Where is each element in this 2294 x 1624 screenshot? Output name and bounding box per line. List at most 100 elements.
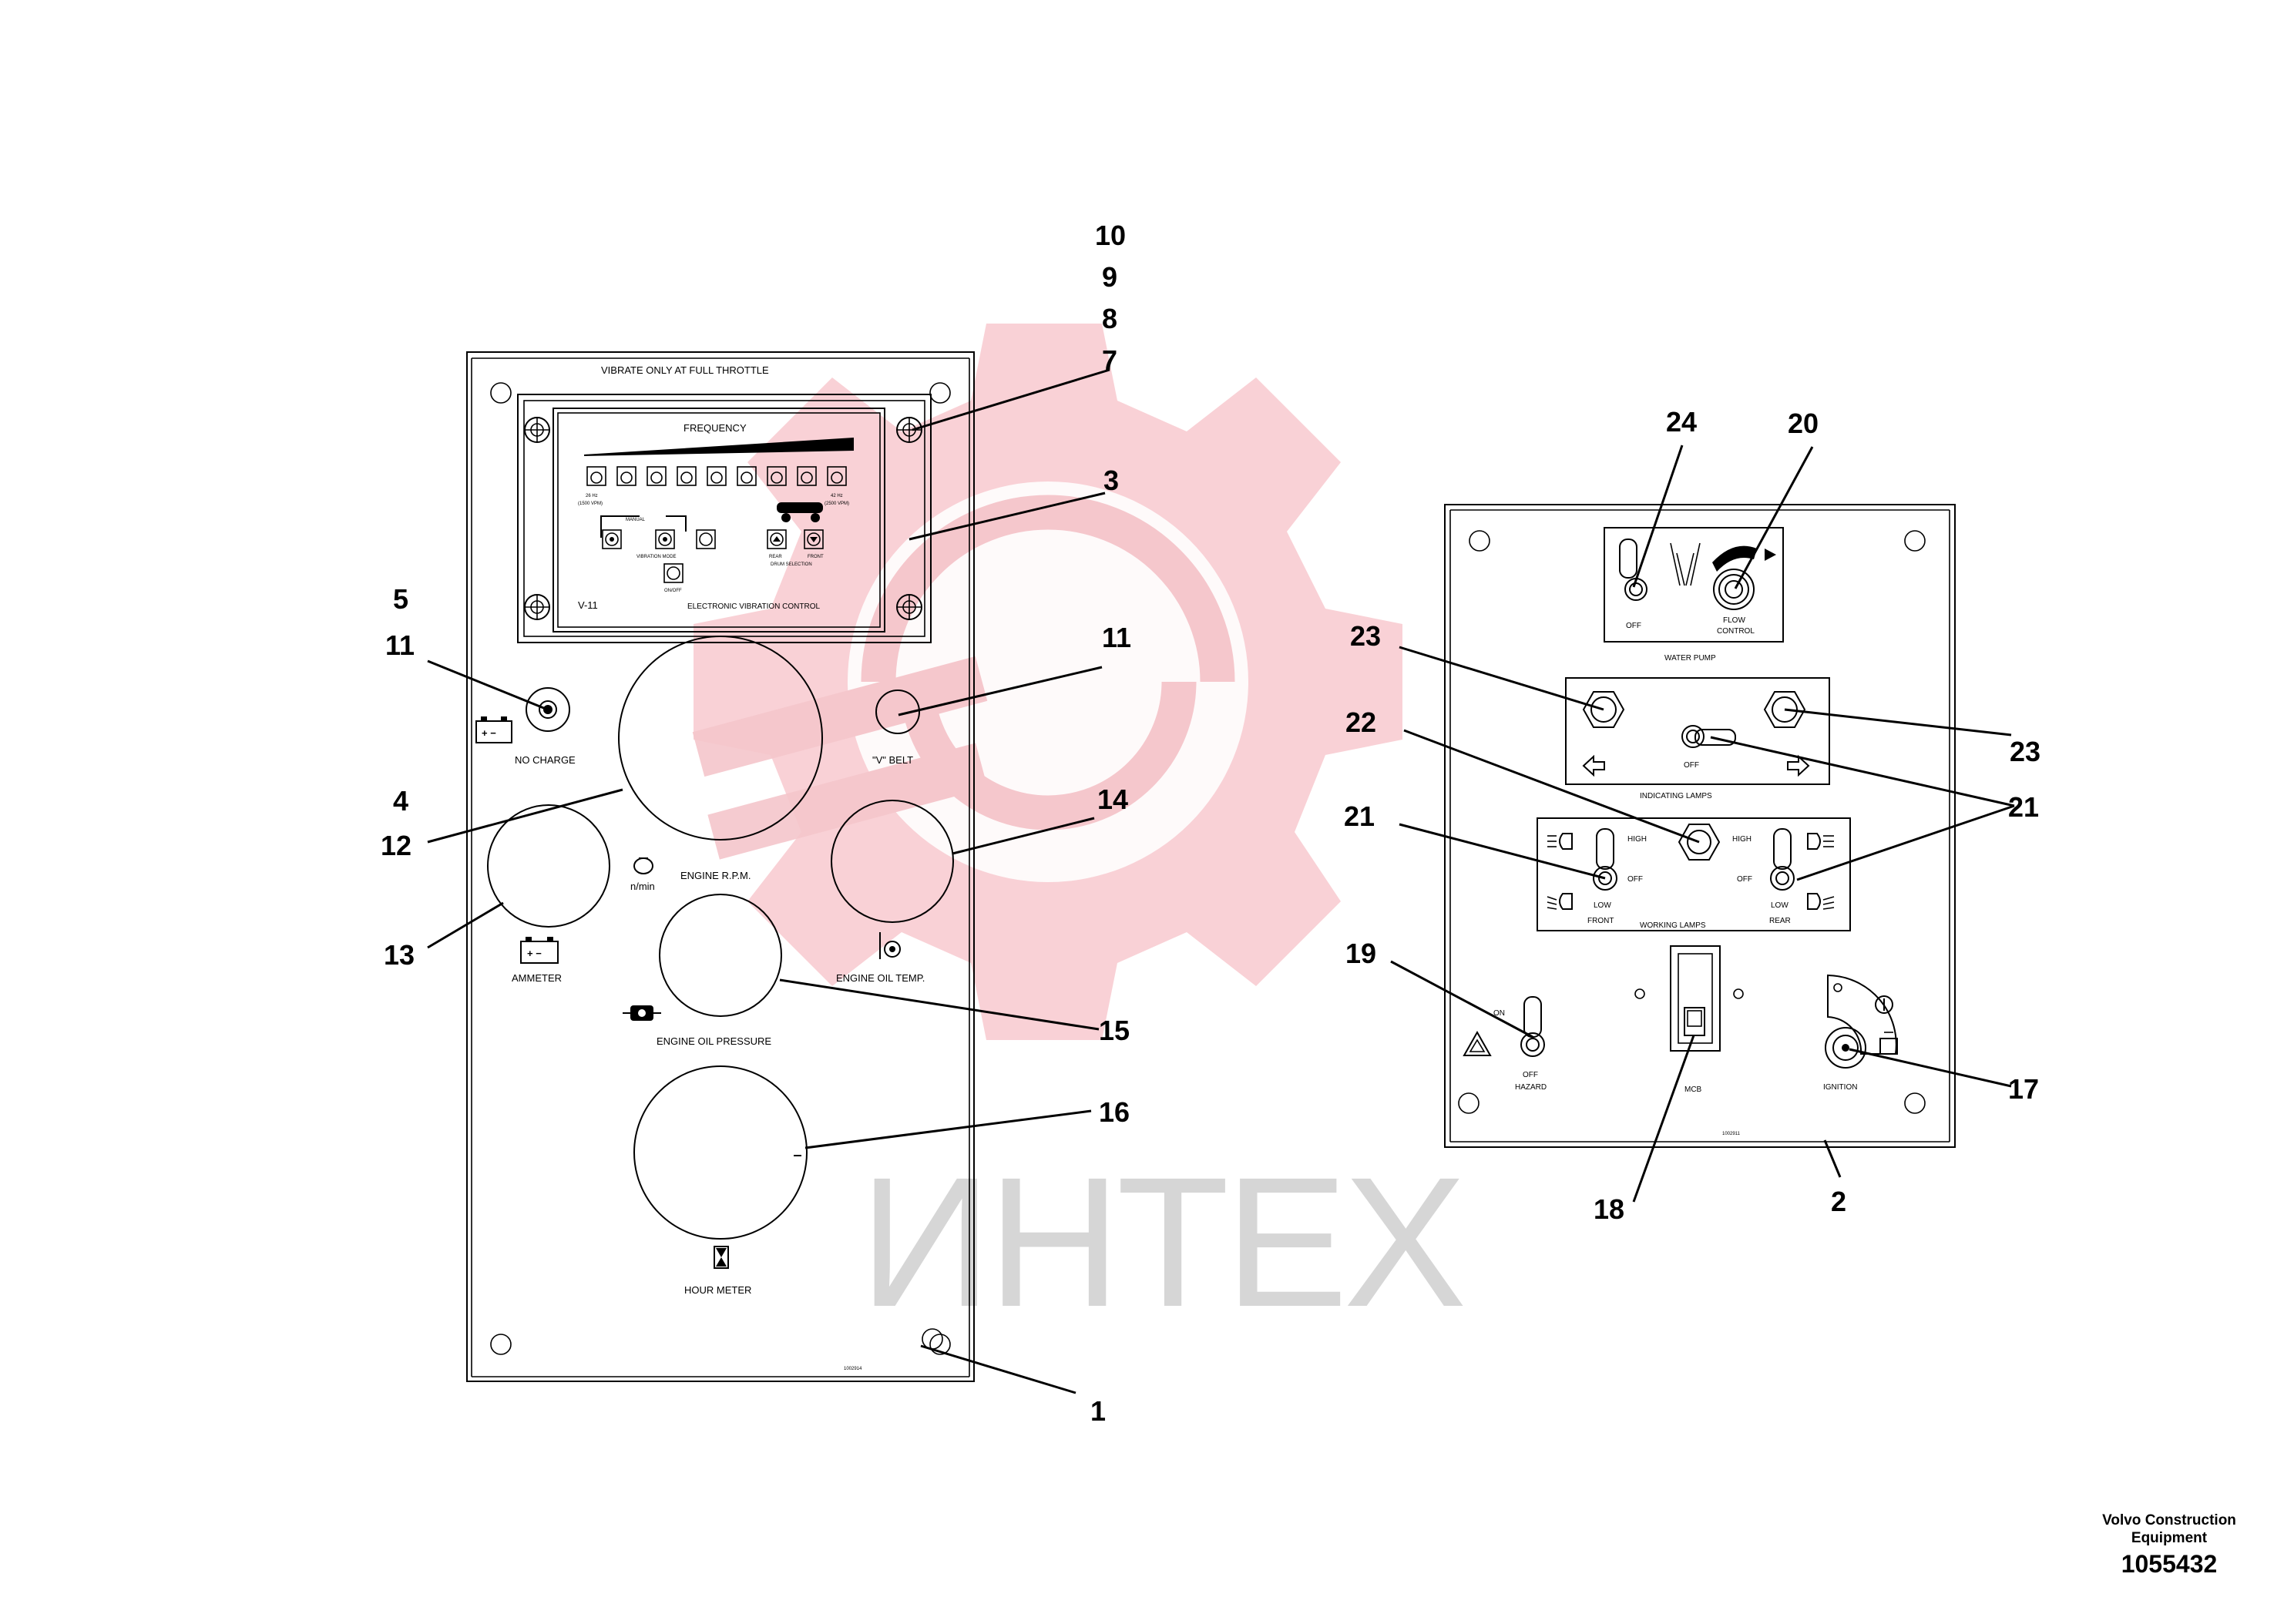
- evc-screw: [524, 594, 550, 620]
- frequency-buttons[interactable]: [586, 466, 847, 486]
- front-label: FRONT: [1587, 917, 1614, 925]
- rear-label: REAR: [769, 555, 782, 559]
- ammeter-battery-icon: + −: [520, 937, 559, 964]
- indicator-off-label: OFF: [1684, 761, 1699, 770]
- mode-indicator: [696, 529, 716, 549]
- mount-hole: [1469, 530, 1490, 552]
- front-drum-button[interactable]: [804, 529, 824, 549]
- mount-hole: [490, 382, 512, 404]
- water-pump-label: WATER PUMP: [1664, 654, 1716, 663]
- panel-1-part-number: 1002914: [844, 1367, 862, 1371]
- water-pump-box: [1604, 527, 1784, 643]
- panel-1: VIBRATE ONLY AT FULL THROTTLE: [466, 351, 975, 1382]
- callout-13: 13: [384, 939, 415, 971]
- hazard-toggle[interactable]: [1520, 996, 1545, 1057]
- freq-high-vpm: (2500 VPM): [825, 502, 849, 506]
- indicator-toggle[interactable]: [1681, 725, 1736, 748]
- callout-21-right: 21: [2008, 791, 2039, 823]
- mcb-label: MCB: [1684, 1085, 1702, 1094]
- hazard-label: HAZARD: [1515, 1083, 1547, 1092]
- drum-selection-label: DRUM SELECTION: [771, 562, 812, 567]
- rpm-gauge: [618, 636, 823, 841]
- right-indicator-lamp: [1763, 691, 1806, 728]
- frequency-title: FREQUENCY: [683, 422, 747, 434]
- start-icon: [1879, 1032, 1898, 1055]
- flow-control-knob[interactable]: [1713, 569, 1755, 610]
- water-pump-toggle[interactable]: [1619, 539, 1647, 601]
- evc-name: ELECTRONIC VIBRATION CONTROL: [687, 602, 820, 611]
- drum-icon: [777, 502, 823, 522]
- oil-temp-gauge: [831, 800, 954, 923]
- callout-22: 22: [1345, 706, 1376, 738]
- work-lamp-high-icon: [1547, 833, 1573, 850]
- pump-off-label: OFF: [1626, 622, 1641, 630]
- flow-arrow-icon: [1765, 549, 1776, 561]
- panel-1-frame: [466, 351, 975, 1382]
- rear-drum-button[interactable]: [767, 529, 787, 549]
- engine-rpm-label: ENGINE R.P.M.: [680, 870, 751, 881]
- mount-hole: [1458, 1092, 1480, 1114]
- rear-low-label: LOW: [1771, 901, 1789, 910]
- flow-arc-icon: [1712, 545, 1757, 572]
- v-belt-label: "V" BELT: [872, 754, 913, 766]
- svg-text:+ −: + −: [527, 948, 542, 959]
- oil-can-icon: [623, 1005, 661, 1021]
- svg-text:+ −: + −: [482, 727, 496, 739]
- freq-high-hz: 42 Hz: [831, 494, 843, 498]
- callout-2: 2: [1831, 1186, 1846, 1217]
- oil-pressure-label: ENGINE OIL PRESSURE: [657, 1035, 771, 1047]
- panel-2: OFF FLOW CONTROL WATER PUMP OFF INDICATI…: [1444, 504, 1956, 1148]
- working-lamp-indicator: [1678, 824, 1721, 861]
- hazard-triangle-icon: [1463, 1030, 1492, 1056]
- rear-lamp-high-icon: [1807, 833, 1834, 850]
- callout-19: 19: [1345, 938, 1376, 969]
- ammeter-gauge: [487, 804, 610, 928]
- hour-meter-label: HOUR METER: [684, 1284, 751, 1296]
- rear-lamp-low-icon: [1807, 893, 1835, 910]
- watermark-text: ИНТЕХ: [859, 1139, 1464, 1345]
- freq-low-hz: 26 Hz: [586, 494, 598, 498]
- callout-20: 20: [1788, 408, 1819, 439]
- callout-10: 10: [1095, 220, 1126, 251]
- ignition-label: IGNITION: [1823, 1083, 1857, 1092]
- callout-numbers: 10 9 8 7 3 5 11 11 4 12 14 13 15 16 1 24…: [381, 220, 2040, 1427]
- working-lamps-label: WORKING LAMPS: [1640, 921, 1706, 930]
- control-label: CONTROL: [1717, 627, 1755, 636]
- manual-button[interactable]: [602, 529, 622, 549]
- leader-lines: [427, 368, 2015, 1394]
- callout-17: 17: [2008, 1073, 2039, 1105]
- frequency-ramp: [584, 438, 854, 456]
- callout-11-left: 11: [385, 629, 415, 661]
- watermark: ИНТЕХ: [692, 324, 1469, 1345]
- oil-temp-label: ENGINE OIL TEMP.: [836, 972, 925, 984]
- rear-work-lamp-toggle[interactable]: [1770, 828, 1795, 891]
- no-charge-label: NO CHARGE: [515, 754, 576, 766]
- hourglass-icon: [714, 1246, 729, 1269]
- ignition-switch[interactable]: [1825, 974, 1897, 1069]
- indicating-lamps-box: [1565, 677, 1830, 785]
- rpm-icon: [633, 857, 653, 874]
- thermometer-icon: [879, 932, 901, 959]
- left-indicator-lamp: [1582, 691, 1625, 728]
- callout-23-right: 23: [2010, 736, 2040, 767]
- callout-15: 15: [1099, 1015, 1130, 1046]
- evc-screw: [524, 417, 550, 443]
- mcb-breaker[interactable]: [1670, 945, 1721, 1052]
- battery-icon: + −: [475, 716, 512, 743]
- manual-label: MANUAL: [626, 518, 646, 522]
- oil-pressure-gauge: [659, 894, 782, 1017]
- preheat-icon: [1875, 995, 1893, 1014]
- evc-model: V-11: [578, 599, 598, 611]
- evc-module: FREQUENCY 26 Hz (1500 VPM) 42 Hz (2500 V…: [517, 394, 932, 643]
- ignition-position-marker: [1833, 983, 1842, 992]
- panel-2-part-number: 1002911: [1722, 1132, 1741, 1136]
- callout-8: 8: [1102, 303, 1117, 334]
- vibration-mode-button[interactable]: [655, 529, 675, 549]
- front-work-lamp-toggle[interactable]: [1593, 828, 1617, 891]
- mount-hole: [929, 1334, 951, 1355]
- on-off-button[interactable]: [663, 563, 683, 583]
- company-line-2: Equipment: [2131, 1530, 2208, 1546]
- mount-hole: [490, 1334, 512, 1355]
- rear-high-label: HIGH: [1732, 835, 1752, 844]
- flow-label: FLOW: [1723, 616, 1745, 625]
